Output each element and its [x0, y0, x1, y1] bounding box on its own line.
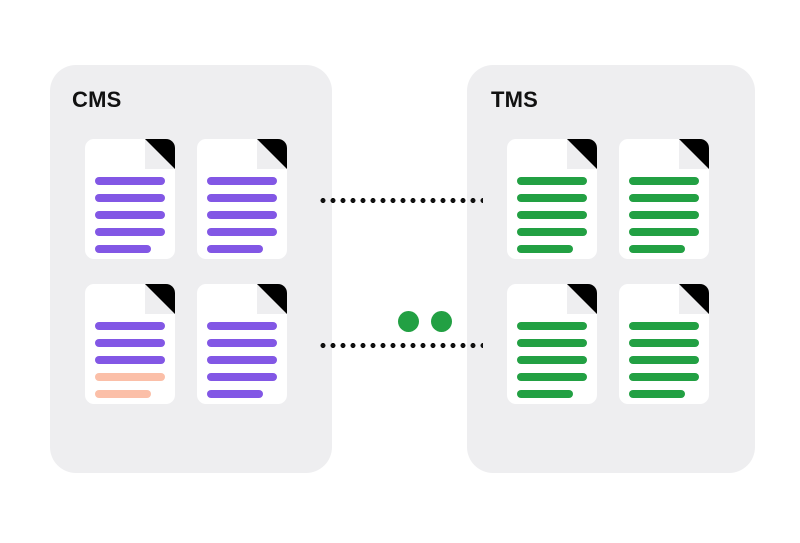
document-line [517, 373, 587, 381]
tms-document-grid [467, 139, 755, 409]
document-line [207, 356, 277, 364]
tms-document-3[interactable] [507, 284, 597, 404]
cms-document-2[interactable] [197, 139, 287, 259]
document-line [207, 339, 277, 347]
document-line [629, 194, 699, 202]
document-lines [629, 177, 699, 253]
document-lines [517, 177, 587, 253]
document-lines [517, 322, 587, 398]
document-line [517, 390, 573, 398]
document-line [207, 373, 277, 381]
document-line [629, 356, 699, 364]
document-line [95, 390, 151, 398]
cms-document-3[interactable] [85, 284, 175, 404]
document-line [517, 245, 573, 253]
document-line [629, 177, 699, 185]
page-fold-icon [257, 284, 287, 314]
document-line [517, 322, 587, 330]
document-line [95, 373, 165, 381]
document-line [207, 390, 263, 398]
page-fold-icon [567, 284, 597, 314]
document-line [95, 211, 165, 219]
document-lines [207, 177, 277, 253]
status-dot-1-icon [398, 311, 419, 332]
connector-top-dotted-line [318, 198, 483, 203]
document-line [207, 177, 277, 185]
document-line [629, 339, 699, 347]
tms-document-2[interactable] [619, 139, 709, 259]
document-line [517, 356, 587, 364]
page-fold-icon [567, 139, 597, 169]
document-line [95, 194, 165, 202]
panel-tms-title: TMS [491, 87, 539, 112]
document-lines [629, 322, 699, 398]
page-fold-icon [257, 139, 287, 169]
document-line [517, 339, 587, 347]
document-lines [95, 177, 165, 253]
connector-bottom-dotted-line [318, 343, 483, 348]
page-fold-icon [679, 284, 709, 314]
page-fold-icon [679, 139, 709, 169]
document-line [207, 228, 277, 236]
document-line [629, 228, 699, 236]
panel-cms-title: CMS [72, 87, 122, 112]
cms-document-grid [50, 139, 332, 409]
document-line [207, 194, 277, 202]
document-line [207, 211, 277, 219]
document-line [95, 322, 165, 330]
document-line [629, 211, 699, 219]
document-line [95, 356, 165, 364]
panel-cms: CMS [50, 65, 332, 473]
panel-tms: TMS [467, 65, 755, 473]
document-lines [207, 322, 277, 398]
document-line [95, 228, 165, 236]
document-line [517, 211, 587, 219]
document-line [517, 177, 587, 185]
cms-document-4[interactable] [197, 284, 287, 404]
document-line [517, 194, 587, 202]
document-line [629, 373, 699, 381]
document-line [95, 245, 151, 253]
document-lines [95, 322, 165, 398]
cms-document-1[interactable] [85, 139, 175, 259]
document-line [629, 322, 699, 330]
status-dot-2-icon [431, 311, 452, 332]
tms-document-4[interactable] [619, 284, 709, 404]
document-line [629, 390, 685, 398]
document-line [517, 228, 587, 236]
document-line [95, 177, 165, 185]
document-line [95, 339, 165, 347]
document-line [207, 322, 277, 330]
page-fold-icon [145, 139, 175, 169]
document-line [207, 245, 263, 253]
page-fold-icon [145, 284, 175, 314]
document-line [629, 245, 685, 253]
tms-document-1[interactable] [507, 139, 597, 259]
